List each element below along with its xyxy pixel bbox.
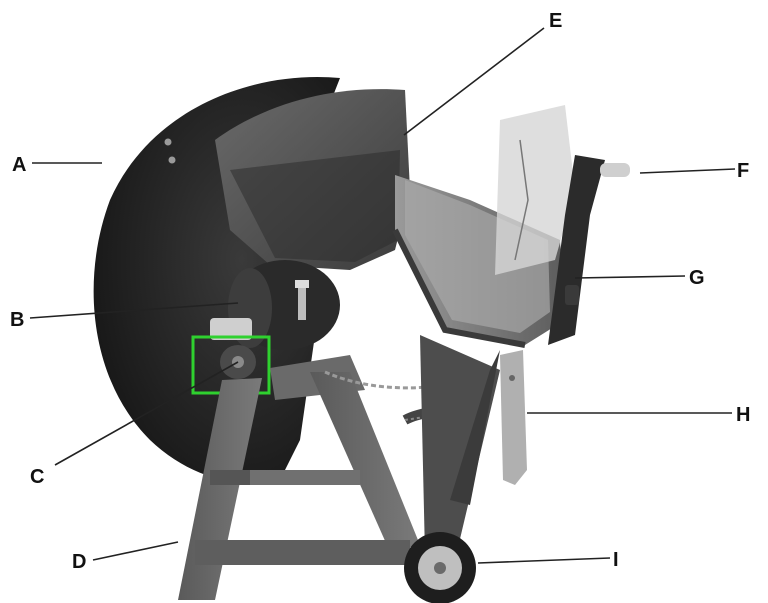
leader-line-f	[639, 168, 736, 174]
label-a: A	[12, 154, 26, 176]
label-g: G	[689, 267, 705, 289]
leader-line-c	[54, 361, 239, 466]
handle-frame	[548, 155, 630, 345]
label-e: E	[549, 10, 562, 32]
leader-line-b	[29, 302, 239, 319]
label-h: H	[736, 404, 750, 426]
log-cradle	[392, 175, 565, 348]
label-b: B	[10, 309, 24, 331]
leader-line-g	[574, 275, 686, 279]
leader-line-d	[92, 541, 179, 561]
label-f: F	[737, 160, 749, 182]
part-labels: A B C D E F G H I	[10, 10, 750, 573]
blade-guard	[215, 89, 410, 270]
label-c: C	[30, 466, 44, 488]
leader-lines	[29, 27, 736, 564]
stand-frame	[178, 355, 420, 600]
safety-shield	[495, 105, 575, 275]
label-i: I	[613, 549, 619, 571]
leader-line-e	[403, 27, 545, 136]
support-bracket	[500, 350, 527, 485]
transport-wheel	[404, 532, 476, 603]
label-d: D	[72, 551, 86, 573]
tilt-arm	[420, 335, 500, 560]
leader-line-i	[477, 557, 611, 564]
